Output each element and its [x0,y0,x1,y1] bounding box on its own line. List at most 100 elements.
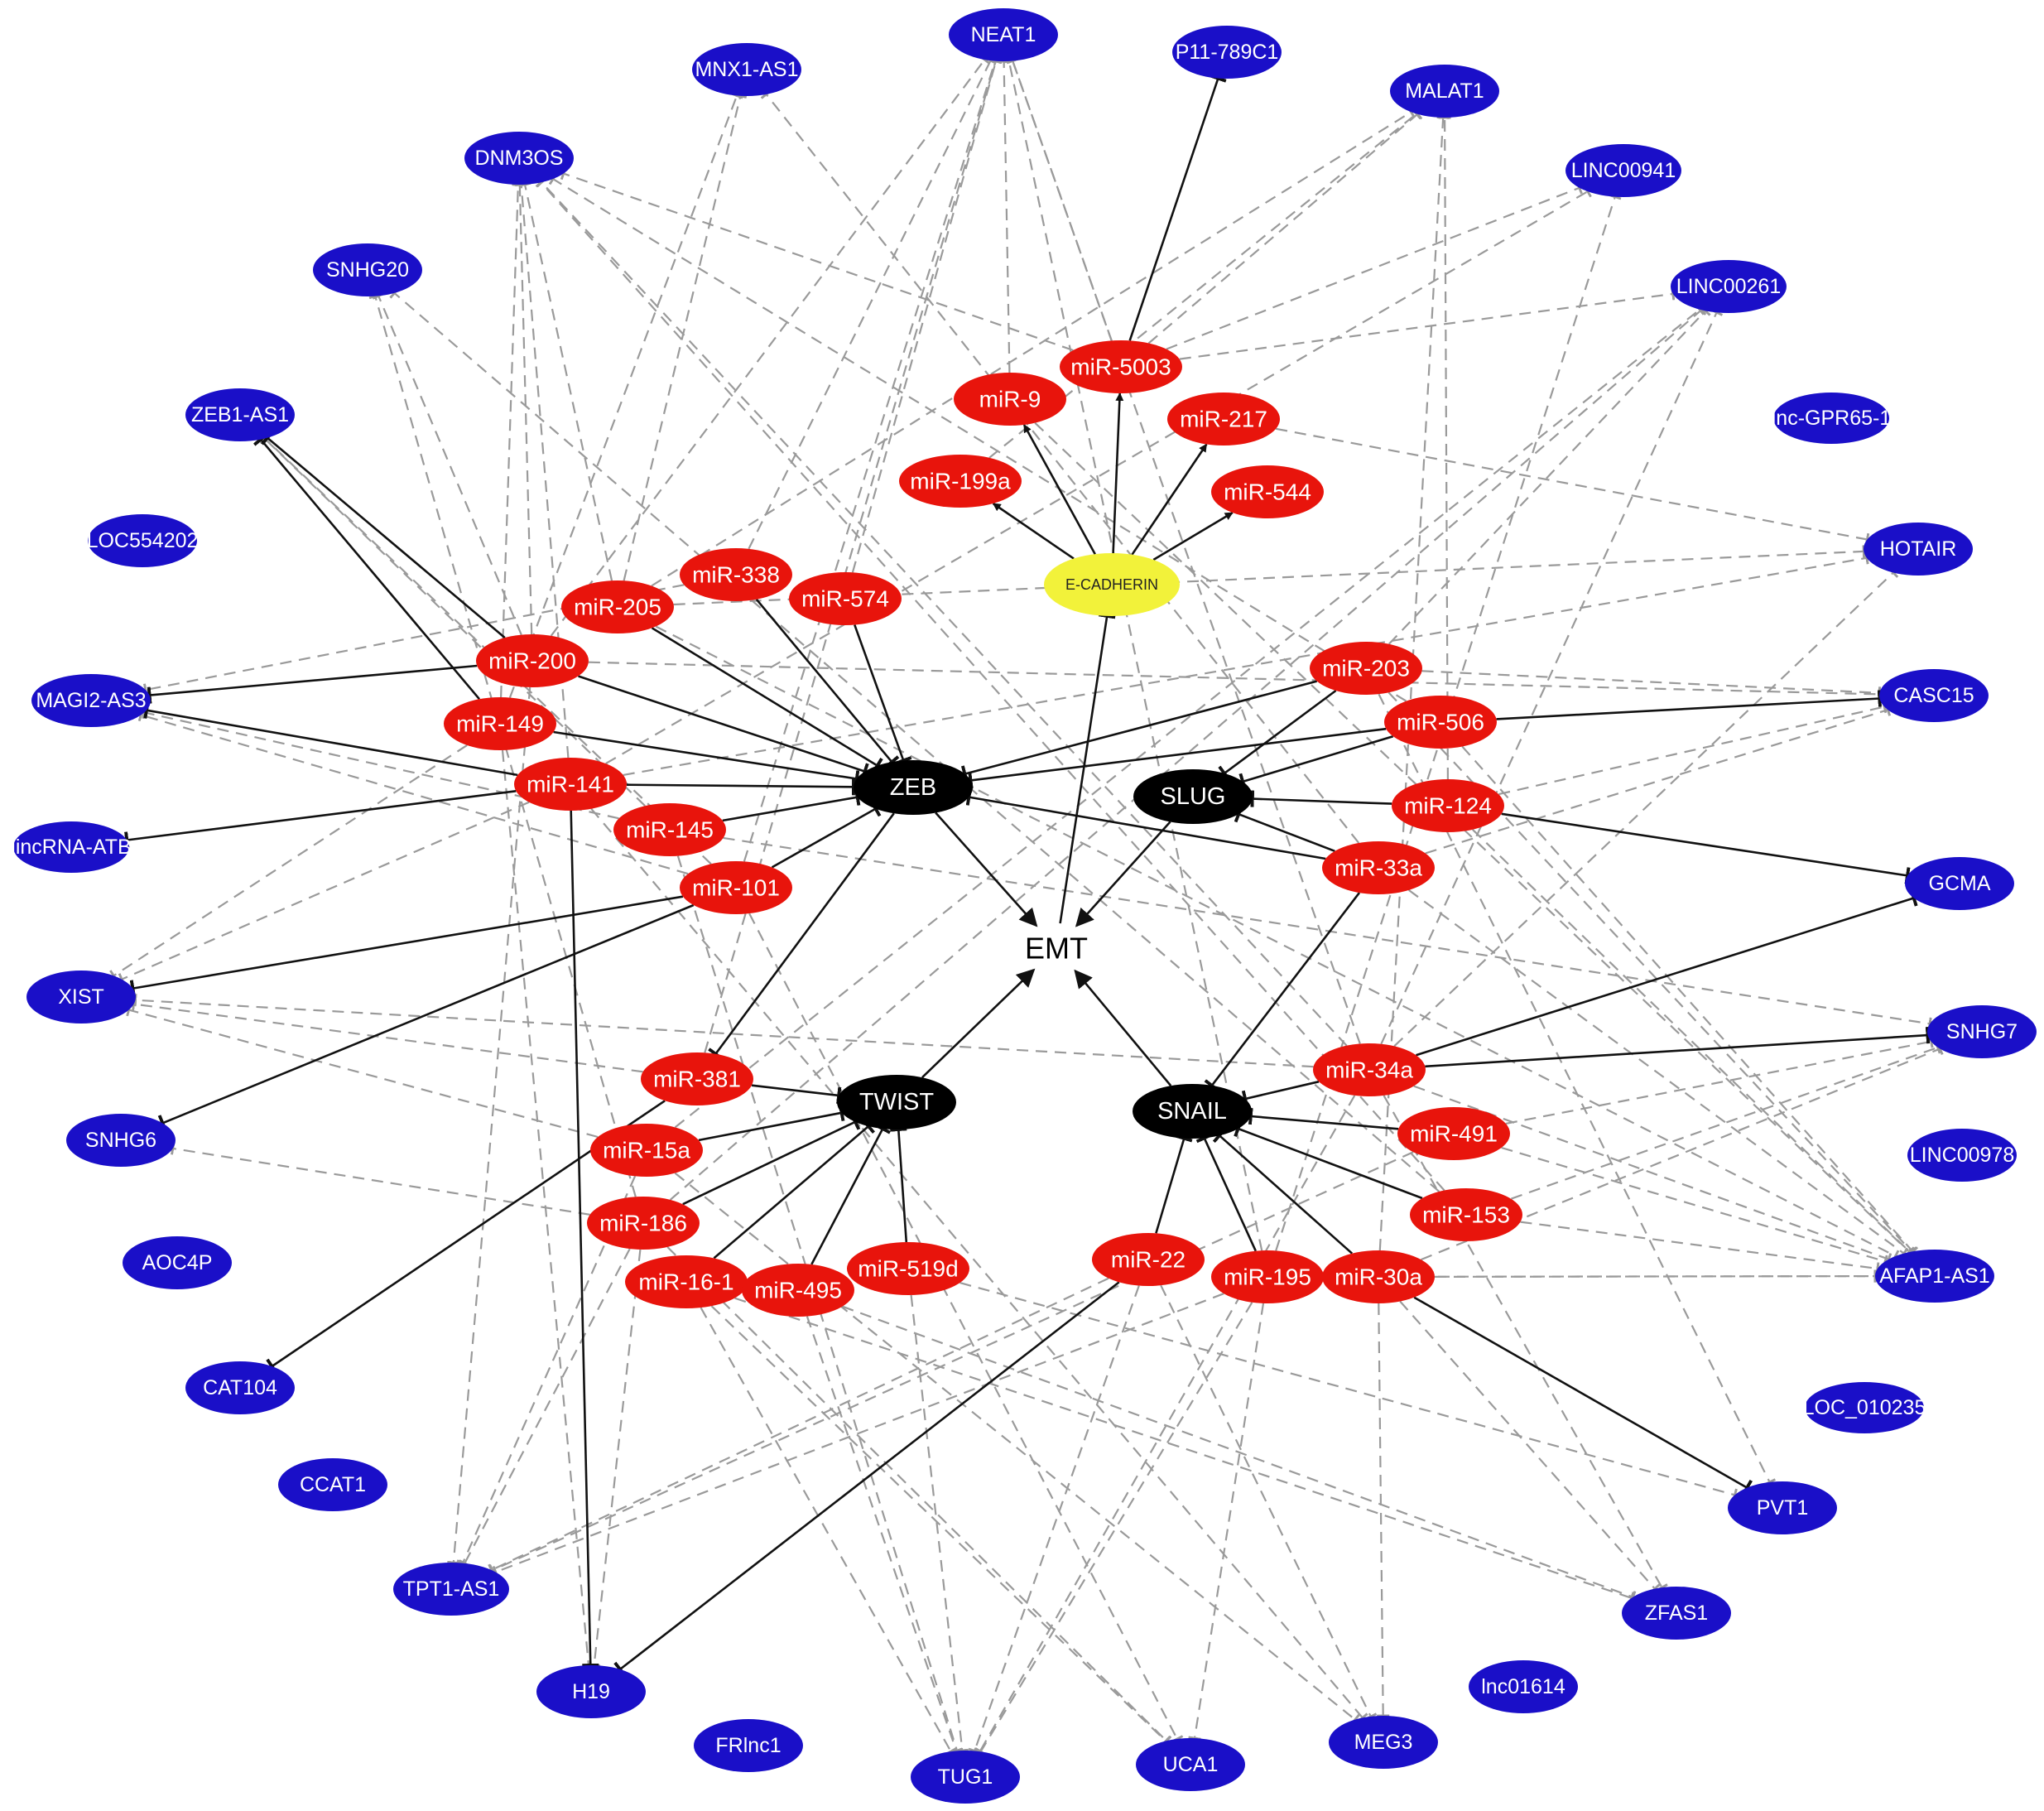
dashed-edge [535,177,1445,1192]
solid-edge [854,624,912,765]
solid-edge [1152,511,1234,561]
dashed-edge [132,997,643,1073]
lncrna-node-label: MNX1-AS1 [695,58,798,81]
dashed-edge [501,749,595,1668]
mirna-node-shape [1060,340,1182,393]
solid-edge [553,730,860,787]
mirna-node: miR-205 [561,580,674,633]
dashed-edge [1188,1303,1265,1741]
lncrna-node-label: AFAP1-AS1 [1879,1264,1989,1288]
lncrna-node-shape [1907,1129,2017,1182]
mirna-node: miR-195 [1211,1250,1324,1303]
mirna-node: miR-506 [1384,696,1497,749]
lncrna-node: SNHG6 [66,1114,176,1167]
lncrna-node: LINC00261 [1671,260,1787,313]
solid-edge [570,810,599,1668]
mirna-node: miR-338 [680,548,792,601]
solid-edge [1413,1296,1753,1496]
lncrna-node: GCMA [1905,857,2014,910]
lncrna-node-label: MALAT1 [1405,79,1484,103]
lncrna-node-shape [1927,1005,2037,1058]
lncrna-node-label: SNHG20 [326,258,409,282]
solid-edge [1131,443,1208,556]
dashed-edge [1498,700,1888,796]
solid-edge [1250,790,1392,807]
transcription-factor-node-label: SLUG [1161,783,1226,810]
lncrna-node-label: XIST [58,985,104,1009]
mirna-node-label: miR-33a [1335,855,1422,881]
lncrna-node-label: TUG1 [938,1765,993,1789]
solid-edge [1195,1133,1257,1252]
mirna-node-label: miR-34a [1325,1057,1413,1083]
lncrna-node: PVT1 [1728,1481,1837,1534]
solid-edge [755,598,900,769]
mirna-node: miR-381 [641,1052,753,1105]
mirna-node-label: miR-145 [626,817,714,843]
dashed-edge [1003,58,1263,1251]
lncrna-node-shape [393,1563,509,1616]
solid-edge [129,895,684,997]
lncrna-node-shape [26,971,136,1024]
solid-edge [682,1113,861,1206]
mirna-node-label: miR-141 [527,772,614,797]
mirna-node-label: miR-203 [1322,656,1410,682]
solid-edge [890,1127,908,1243]
lncrna-node-shape [1875,1250,1994,1303]
dashed-edge-layer [109,55,1944,1756]
lncrna-node: AFAP1-AS1 [1875,1250,1994,1303]
mirna-node: miR-519d [847,1242,969,1295]
dashed-edge [1034,421,1915,1258]
dashed-edge [513,183,533,635]
mirna-node-shape [476,634,589,687]
lncrna-node-shape [1329,1716,1438,1769]
e-cadherin-node-label: E-CADHERIN [1065,576,1158,593]
mirna-node-shape [789,572,902,625]
mirna-node-shape [1392,779,1504,832]
mirna-node-shape [613,803,726,856]
dashed-edge [998,60,1011,373]
dashed-edge [842,1305,1637,1604]
lncrna-node-shape [1565,144,1681,197]
mirna-node: miR-495 [742,1264,854,1317]
mirna-node-shape [1384,696,1497,749]
solid-edge [626,778,856,796]
dashed-edge [508,92,743,698]
dashed-edge [968,1285,1140,1755]
dashed-edge [1520,1221,1880,1275]
mirna-node-shape [847,1242,969,1295]
mirna-node: miR-16-1 [625,1255,748,1308]
dashed-edge [806,1316,963,1755]
solid-edge-layer [124,74,1931,1678]
lncrna-node: SNHG7 [1927,1005,2037,1058]
lncrna-node: SNHG20 [313,243,422,296]
mirna-node-shape [1397,1107,1510,1160]
mirna-node-shape [1410,1188,1522,1241]
dashed-edge [710,1305,1171,1746]
mirna-node-label: miR-519d [858,1256,958,1282]
dashed-edge [142,584,685,696]
solid-edge [1112,393,1124,554]
lncrna-node-label: AOC4P [142,1251,213,1274]
mirna-node-shape [1092,1233,1205,1286]
mirna-node: miR-574 [789,572,902,625]
lncrna-node-shape [13,821,129,873]
lncrna-node-shape [1879,669,1989,722]
lncrna-node: ZEB1-AS1 [185,388,295,441]
mirna-node-label: miR-153 [1422,1202,1510,1228]
dashed-edge [118,801,530,986]
dashed-edge [536,176,1348,1047]
lncrna-node-label: lnc-GPR65-1 [1772,407,1892,430]
lncrna-node-label: SNHG6 [85,1129,156,1152]
mirna-node-shape [1167,393,1280,446]
lncrna-node: P11-789C1 [1172,26,1282,79]
dashed-edge [974,1302,1253,1756]
mirna-node-label: miR-149 [456,711,544,737]
mirna-node-shape [742,1264,854,1317]
dashed-edge [655,625,1900,1263]
lncrna-node: lnc01614 [1469,1660,1578,1713]
lncrna-node-shape [123,1236,232,1289]
mirna-node-shape [1211,465,1324,518]
mirna-node: miR-15a [590,1124,703,1177]
dashed-edge [1393,567,1899,1048]
lncrna-node-shape [1136,1738,1245,1791]
